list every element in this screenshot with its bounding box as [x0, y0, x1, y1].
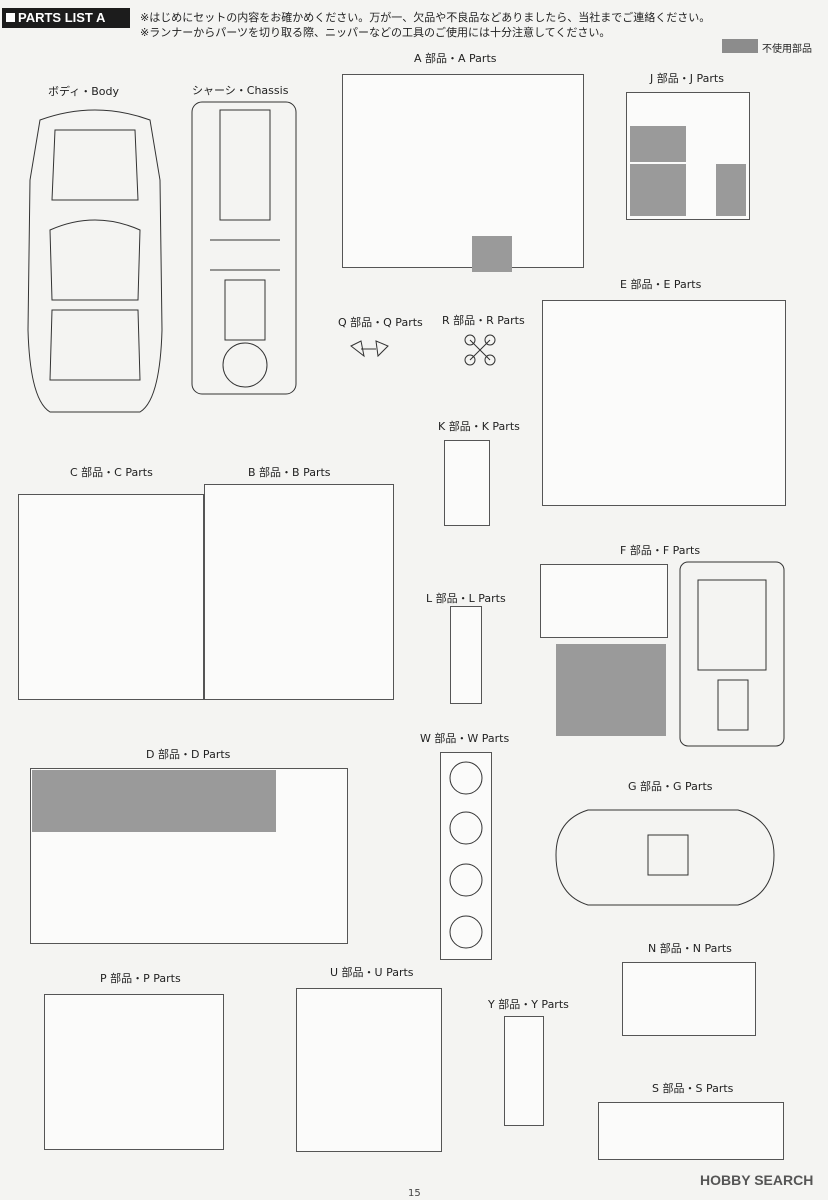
section-label-e: E 部品・E Parts [620, 278, 702, 291]
f-floor-drawing [679, 561, 785, 747]
runner-l [450, 606, 482, 704]
section-label-c: C 部品・C Parts [70, 466, 153, 479]
runner-f-unused-seats [556, 644, 666, 736]
runner-f-dash [540, 564, 668, 638]
body-drawing [27, 109, 163, 413]
runner-a-unused [472, 236, 512, 272]
section-label-body: ボディ・Body [48, 85, 119, 98]
section-label-w: W 部品・W Parts [420, 732, 510, 745]
runner-j-unused-3 [716, 164, 746, 216]
runner-y [504, 1016, 544, 1126]
runner-d-unused [32, 770, 276, 832]
section-label-r: R 部品・R Parts [442, 314, 525, 327]
section-label-s: S 部品・S Parts [652, 1082, 734, 1095]
section-label-d: D 部品・D Parts [146, 748, 231, 761]
chassis-drawing [191, 101, 297, 395]
q-parts-drawing [350, 340, 389, 358]
section-label-a: A 部品・A Parts [414, 52, 497, 65]
section-label-g: G 部品・G Parts [628, 780, 713, 793]
runner-b [204, 484, 394, 700]
instruction-note-2: ※ランナーからパーツを切り取る際、ニッパーなどの工具のご使用には十分注意してくだ… [140, 26, 611, 39]
section-label-b: B 部品・B Parts [248, 466, 331, 479]
runner-p [44, 994, 224, 1150]
runner-n [622, 962, 756, 1036]
runner-a [342, 74, 584, 268]
runner-j-unused-2 [630, 164, 686, 216]
hobby-search-logo: HOBBY SEARCH [700, 1172, 814, 1188]
section-label-p: P 部品・P Parts [100, 972, 181, 985]
section-label-u: U 部品・U Parts [330, 966, 414, 979]
section-label-l: L 部品・L Parts [426, 592, 506, 605]
unused-parts-legend: 不使用部品 [762, 44, 812, 55]
instruction-note-1: ※はじめにセットの内容をお確かめください。万が一、欠品や不良品などありましたら、… [140, 11, 711, 24]
runner-s [598, 1102, 784, 1160]
section-label-f: F 部品・F Parts [620, 544, 701, 557]
section-label-chassis: シャーシ・Chassis [192, 84, 289, 97]
section-label-j: J 部品・J Parts [650, 72, 724, 85]
section-label-q: Q 部品・Q Parts [338, 316, 423, 329]
runner-k [444, 440, 490, 526]
runner-w [440, 752, 492, 960]
runner-c [18, 494, 204, 700]
runner-j-unused-1 [630, 126, 686, 162]
section-label-n: N 部品・N Parts [648, 942, 732, 955]
w-wheels-drawing [449, 761, 483, 949]
g-undertray-drawing [555, 809, 775, 906]
parts-list-title: PARTS LIST A [2, 8, 130, 28]
runner-e [542, 300, 786, 506]
page-number: 15 [408, 1188, 421, 1199]
r-parts-drawing [464, 334, 496, 366]
unused-parts-swatch [722, 39, 758, 53]
section-label-y: Y 部品・Y Parts [488, 998, 569, 1011]
section-label-k: K 部品・K Parts [438, 420, 520, 433]
runner-u [296, 988, 442, 1152]
